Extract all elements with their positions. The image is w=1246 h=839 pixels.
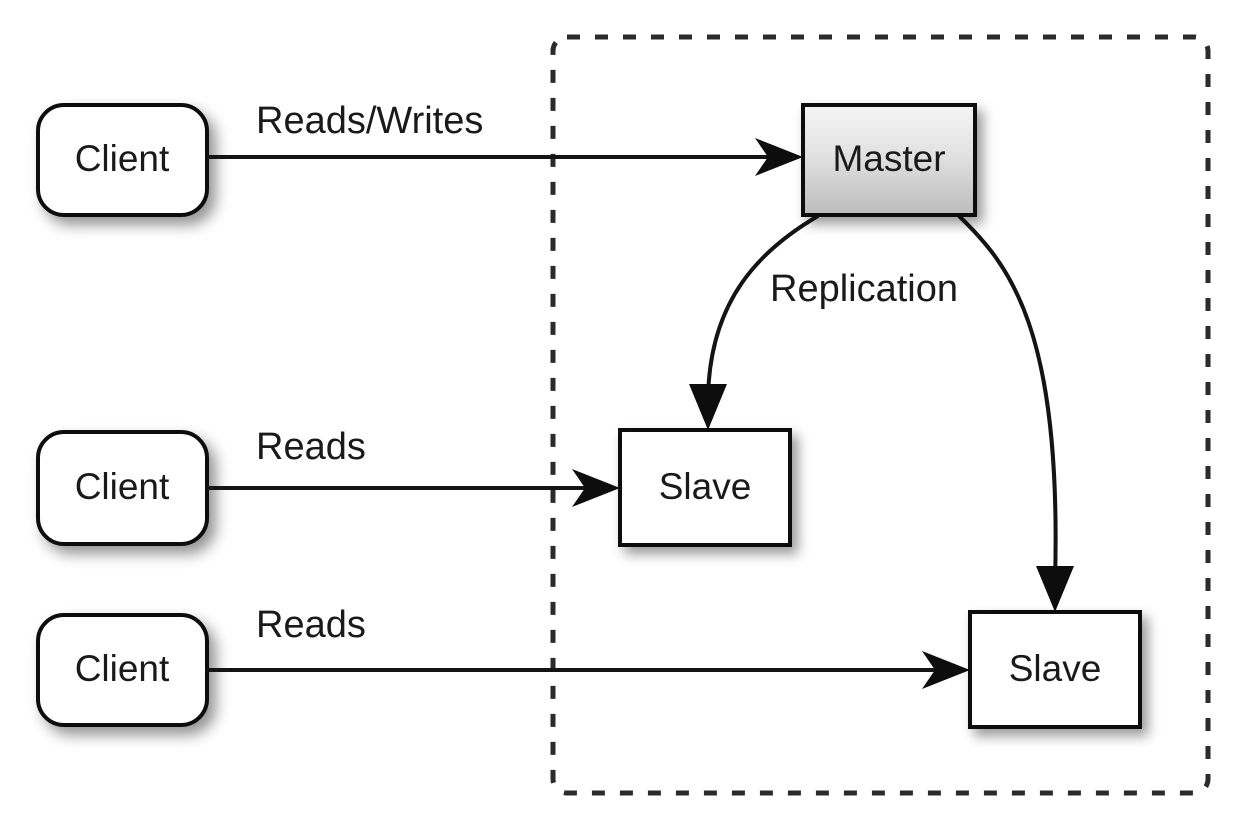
edge-label-reads-bottom: Reads	[256, 604, 366, 646]
slave-2-label: Slave	[1009, 648, 1102, 689]
edge-client3-slave2-arrowhead	[922, 651, 970, 689]
edge-client2-slave1: Reads	[207, 426, 620, 507]
edge-master-slave1-arrowhead	[689, 384, 727, 430]
edge-label-reads-writes: Reads/Writes	[256, 100, 483, 142]
edge-master-slave1-curve	[706, 214, 820, 401]
edge-client1-master: Reads/Writes	[207, 100, 803, 176]
edge-label-reads-middle: Reads	[256, 426, 366, 468]
node-client-1[interactable]: Client	[36, 103, 209, 217]
slave-1-label: Slave	[659, 466, 752, 507]
node-master[interactable]: Master	[801, 103, 977, 217]
slave-1-shape	[618, 428, 792, 547]
master-label: Master	[832, 138, 945, 179]
node-client-2[interactable]: Client	[36, 430, 209, 546]
edge-label-replication: Replication	[770, 268, 958, 310]
edge-master-slave2-arrowhead	[1036, 566, 1074, 612]
database-cluster-boundary	[550, 34, 1211, 796]
client-2-label: Client	[75, 466, 170, 507]
edge-master-slave2-curve	[957, 214, 1058, 583]
node-client-3[interactable]: Client	[36, 613, 209, 727]
client-1-label: Client	[75, 138, 170, 179]
edge-client2-slave1-arrowhead	[572, 469, 620, 507]
node-slave-1[interactable]: Slave	[618, 428, 792, 547]
edge-client1-master-arrowhead	[755, 138, 803, 176]
client-1-shape	[36, 103, 209, 217]
client-3-label: Client	[75, 648, 170, 689]
edge-master-slave1: Replication	[689, 214, 958, 430]
node-slave-2[interactable]: Slave	[968, 610, 1142, 729]
master-shape	[801, 103, 977, 217]
slave-2-shape	[968, 610, 1142, 729]
edge-client3-slave2: Reads	[207, 604, 970, 689]
edge-master-slave2	[957, 214, 1074, 612]
